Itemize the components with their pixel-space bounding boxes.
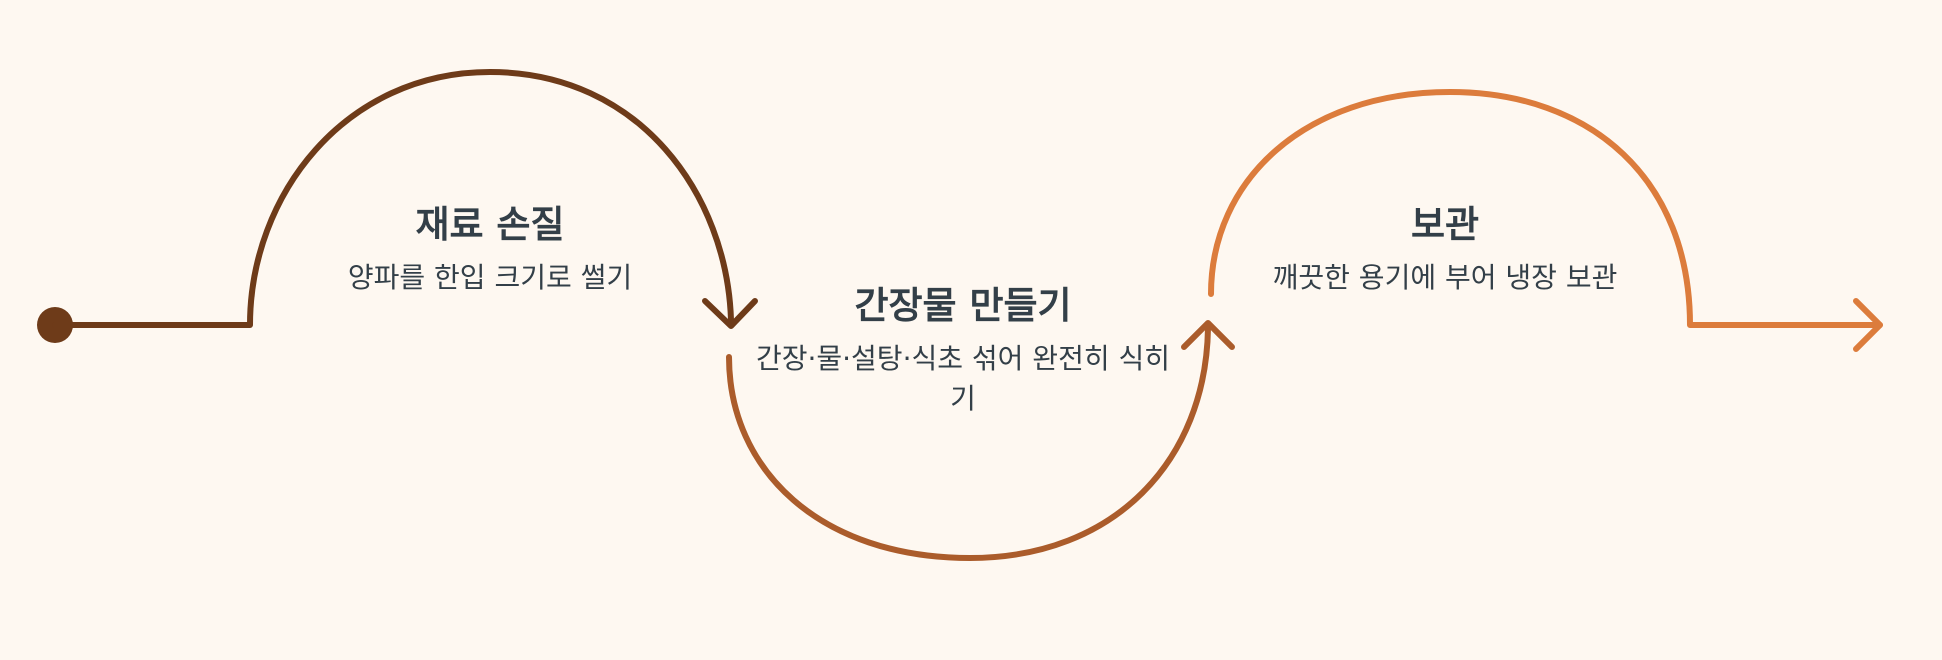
step-2-description: 간장·물·설탕·식초 섞어 완전히 식히기 (755, 342, 1171, 415)
step-3-description: 깨끗한 용기에 부어 냉장 보관 (1272, 261, 1618, 294)
step-1-title: 재료 손질 (415, 203, 565, 246)
step-3-label: 보관 깨끗한 용기에 부어 냉장 보관 (1245, 202, 1645, 298)
step-1-label: 재료 손질 양파를 한입 크기로 썰기 (300, 202, 680, 298)
arrow-head-up-icon (1181, 320, 1235, 350)
step-1-description: 양파를 한입 크기로 썰기 (347, 261, 633, 294)
step-3-title: 보관 (1410, 203, 1480, 246)
flow-segment-1 (52, 69, 734, 328)
step-2-title: 간장물 만들기 (854, 284, 1072, 327)
flow-segment-3 (1208, 89, 1883, 328)
arrow-head-right-icon (1853, 298, 1883, 352)
arrow-head-down-icon (702, 298, 758, 329)
step-2-label: 간장물 만들기 간장·물·설탕·식초 섞어 완전히 식히기 (753, 283, 1173, 419)
flow-segment-2 (726, 325, 1211, 561)
